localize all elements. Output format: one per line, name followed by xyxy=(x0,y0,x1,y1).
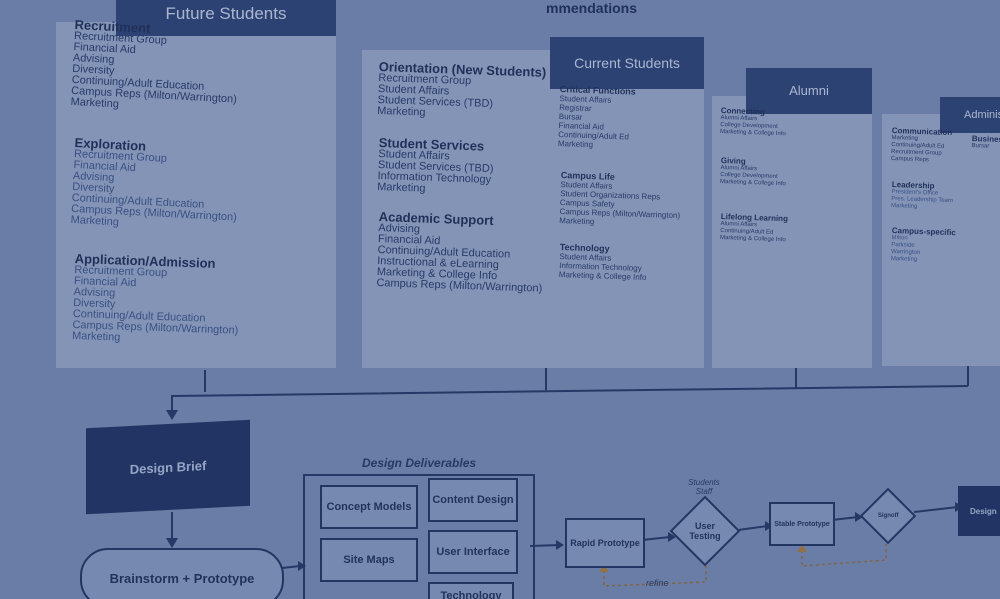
giving-section: Giving Alumni Affairs College Developmen… xyxy=(720,156,787,188)
refine-label: refine xyxy=(646,578,669,588)
deliverable-label: User Interface xyxy=(436,546,510,558)
brainstorm-label: Brainstorm + Prototype xyxy=(109,570,255,586)
user-testing-label: User Testing xyxy=(689,521,721,541)
admin-panel xyxy=(882,114,1000,366)
exploration-section: Exploration Recruitment Group Financial … xyxy=(70,135,240,235)
deliverable-concept-models: Concept Models xyxy=(320,485,418,529)
academic-support-section: Academic Support Advising Financial Aid … xyxy=(376,209,545,295)
deliverable-label: Site Maps xyxy=(343,554,395,566)
orientation-section: Orientation (New Students) Recruitment G… xyxy=(377,59,546,123)
leadership-section: Leadership President's Office Pres. Lead… xyxy=(891,180,954,212)
deliverable-label: Content Design xyxy=(432,494,514,506)
orientation-panel xyxy=(362,50,552,368)
campus-life-section: Campus Life Student Affairs Student Orga… xyxy=(559,170,681,229)
deliverable-label: Concept Models xyxy=(326,501,412,513)
current-students-panel xyxy=(552,76,704,368)
technology-section: Technology Student Affairs Information T… xyxy=(559,242,648,282)
alumni-header: Alumni xyxy=(746,68,872,114)
final-design-node: Design xyxy=(958,486,1000,536)
future-students-panel xyxy=(56,22,336,368)
future-students-header: Future Students xyxy=(116,0,336,36)
deliverable-content-design: Content Design xyxy=(428,478,518,522)
lifelong-learning-section: Lifelong Learning Alumni Affairs Continu… xyxy=(720,212,788,244)
final-design-label: Design xyxy=(970,506,997,516)
stable-prototype-node: Stable Prototype xyxy=(769,502,835,546)
admin-header: Administration xyxy=(940,97,1000,133)
student-services-section: Student Services Student Affairs Student… xyxy=(377,135,494,197)
business-section: Business Bursar xyxy=(971,134,1000,151)
deliverables-title: Design Deliverables xyxy=(362,456,477,470)
recruitment-section: Recruitment Recruitment Group Financial … xyxy=(70,17,240,117)
deliverable-technology: Technology xyxy=(428,582,514,599)
signoff-label: Signoff xyxy=(877,512,899,519)
list-item: Bursar xyxy=(971,142,990,150)
rapid-prototype-node: Rapid Prototype xyxy=(565,518,645,568)
admin-header-label: Administration xyxy=(964,109,1000,121)
testers-label: Students Staff xyxy=(688,478,720,496)
stable-prototype-label: Stable Prototype xyxy=(774,520,830,528)
deliverable-user-interface: User Interface xyxy=(428,530,518,574)
alumni-panel xyxy=(712,96,872,368)
deliverable-label: Technology xyxy=(440,590,502,599)
rapid-prototype-label: Rapid Prototype xyxy=(570,538,640,548)
communication-section: Communication Marketing Continuing/Adult… xyxy=(891,126,953,165)
campus-specific-section: Campus-specific Milton Parkside Warringt… xyxy=(891,226,956,265)
recommendations-heading: mmendations xyxy=(546,0,638,16)
brainstorm-node: Brainstorm + Prototype xyxy=(80,548,284,599)
application-section: Application/Admission Recruitment Group … xyxy=(72,251,241,348)
current-students-header: Current Students xyxy=(550,37,704,89)
design-brief-node: Design Brief xyxy=(86,419,250,515)
deliverables-group xyxy=(303,474,535,599)
connecting-section: Connecting Alumni Affairs College Develo… xyxy=(720,106,787,138)
critical-functions-section: Critical Functions Student Affairs Regis… xyxy=(558,84,636,151)
deliverable-site-maps: Site Maps xyxy=(320,538,418,582)
design-brief-label: Design Brief xyxy=(129,457,207,477)
top-fragment: mmendations xyxy=(546,0,637,16)
